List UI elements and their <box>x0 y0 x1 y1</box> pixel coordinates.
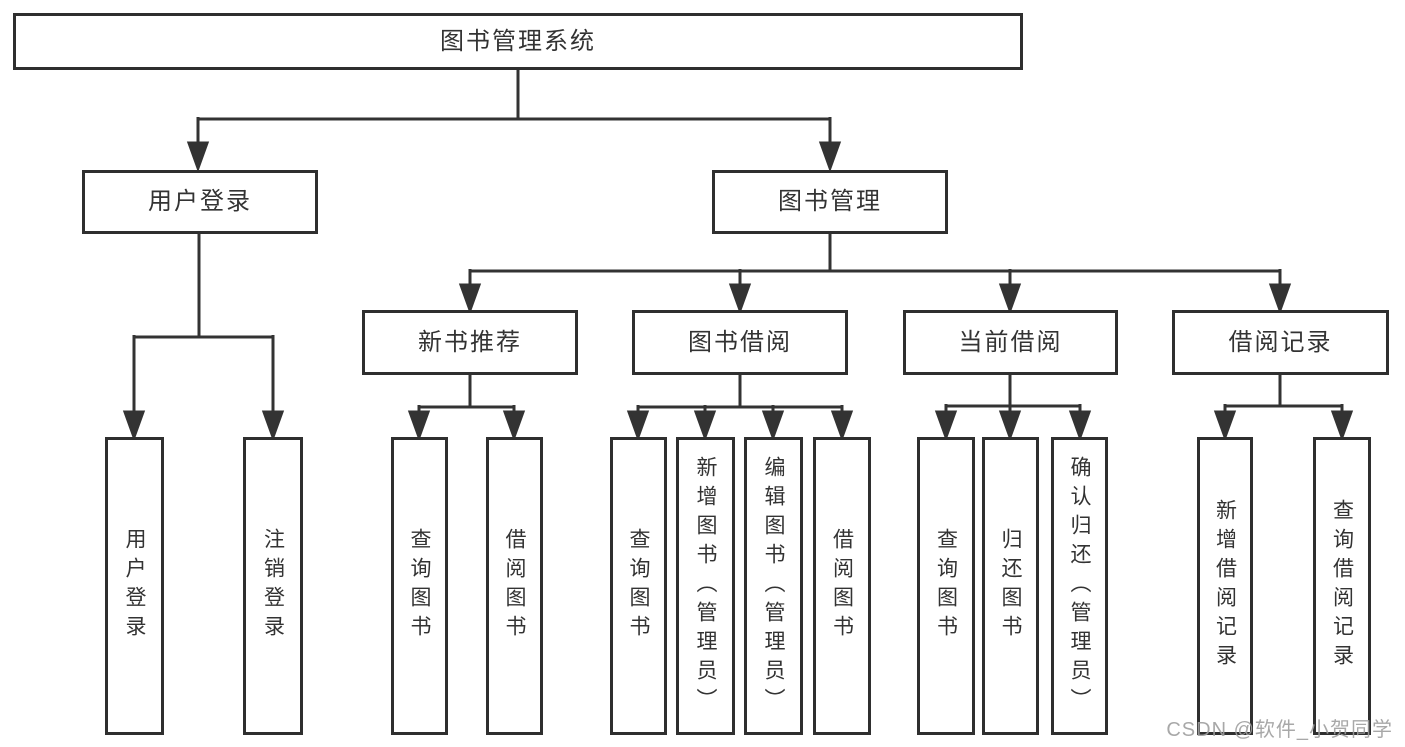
node-leaf-edit-books-admin: 编辑图书（管理员） <box>744 437 803 735</box>
node-leaf-return-books: 归还图书 <box>982 437 1039 735</box>
connector-book-mgmt-level3 <box>458 233 1292 315</box>
node-book-management: 图书管理 <box>712 170 948 234</box>
connector-book-borrow-children <box>626 373 854 442</box>
node-leaf-confirm-return-admin: 确认归还（管理员） <box>1051 437 1108 735</box>
connector-new-book-children <box>407 373 526 442</box>
watermark: CSDN @软件_小贺同学 <box>1166 719 1393 741</box>
node-leaf-borrow-books: 借阅图书 <box>813 437 871 735</box>
node-leaf-query-books-recommend: 查询图书 <box>391 437 448 735</box>
connector-user-login-children <box>122 233 285 442</box>
node-leaf-add-books-admin: 新增图书（管理员） <box>676 437 735 735</box>
node-leaf-logout: 注销登录 <box>243 437 303 735</box>
node-leaf-query-borrow-record: 查询借阅记录 <box>1313 437 1371 735</box>
node-new-book-recommend: 新书推荐 <box>362 310 578 375</box>
node-library-system: 图书管理系统 <box>13 13 1023 70</box>
node-leaf-query-books-current: 查询图书 <box>917 437 975 735</box>
connector-root-to-level2 <box>186 69 842 173</box>
node-current-borrowing: 当前借阅 <box>903 310 1118 375</box>
node-leaf-add-borrow-record: 新增借阅记录 <box>1197 437 1253 735</box>
node-book-borrowing: 图书借阅 <box>632 310 848 375</box>
node-leaf-borrow-books-recommend: 借阅图书 <box>486 437 543 735</box>
connector-borrow-record-children <box>1213 373 1354 442</box>
node-leaf-user-login: 用户登录 <box>105 437 164 735</box>
node-user-login: 用户登录 <box>82 170 318 234</box>
node-leaf-query-books-borrow: 查询图书 <box>610 437 667 735</box>
connector-current-borrow-children <box>934 373 1092 442</box>
node-borrowing-records: 借阅记录 <box>1172 310 1389 375</box>
